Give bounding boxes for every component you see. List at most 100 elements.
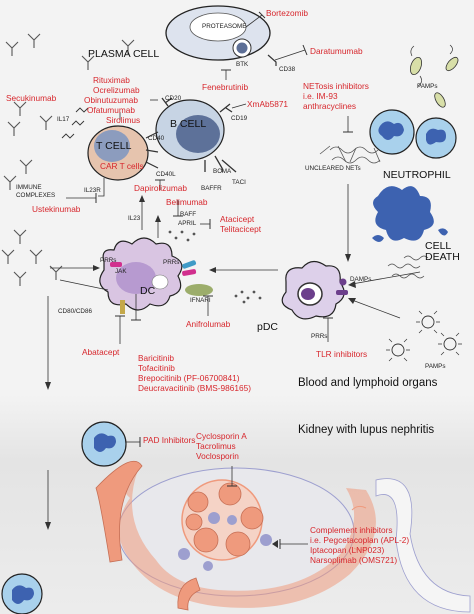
bcma-receptor — [214, 155, 223, 172]
cell-death-shape — [372, 186, 448, 242]
drug-telitacicept: Telitacicept — [220, 224, 262, 234]
b-cell-shape — [155, 99, 225, 161]
drug-abatacept: Abatacept — [82, 347, 120, 357]
pamps-viruses — [391, 315, 457, 357]
drug-baricitinib: Baricitinib — [138, 353, 174, 363]
label-baff: BAFF — [180, 211, 197, 218]
label-ifnari: IFNARI — [190, 297, 211, 304]
label-cd80-cd86: CD80/CD86 — [58, 308, 92, 315]
drug-netosis-3: anthracyclines — [303, 101, 357, 111]
daratumumab-bar — [302, 44, 308, 56]
drug-complement-2: i.e. Pegcetacoplan (APL-2) — [310, 535, 410, 545]
label-baffr: BAFFR — [201, 185, 222, 192]
label-taci: TACI — [232, 179, 246, 186]
drug-rituximab: Rituximab — [93, 75, 130, 85]
label-cd40l: CD40L — [156, 171, 176, 178]
label-proteasome: PROTEASOME — [202, 23, 247, 30]
label-uncleared-nets: UNCLEARED NETs — [305, 165, 361, 172]
label-t-cell: T CELL — [96, 140, 132, 152]
cd20-receptor — [161, 97, 173, 107]
drug-dapirolizumab: Dapirolizumab — [134, 183, 188, 193]
pdc-shape — [281, 260, 345, 320]
drug-ustekinumab: Ustekinumab — [32, 204, 81, 214]
ifnari-receptor — [185, 284, 213, 296]
cytokine-dots — [168, 230, 262, 304]
label-cd40: CD40 — [148, 135, 165, 142]
section-kidney: Kidney with lupus nephritis — [298, 424, 435, 436]
il17-cytokines — [61, 107, 89, 139]
label-cd19: CD19 — [231, 115, 248, 122]
label-dc: DC — [140, 285, 156, 297]
drug-deucravacitinib: Deucravacitinib (BMS-986165) — [138, 383, 251, 393]
label-il17: IL17 — [57, 116, 70, 123]
drug-daratumumab: Daratumumab — [310, 46, 363, 56]
label-prrs-dc: PRRs — [100, 257, 117, 264]
label-cd38: CD38 — [279, 66, 296, 73]
drug-atacicept: Atacicept — [220, 214, 255, 224]
label-bcma: BCMA — [213, 168, 232, 175]
drug-ocrelizumab: Ocrelizumab — [93, 85, 140, 95]
drug-fenebrutinib: Fenebrutinib — [202, 82, 249, 92]
drug-complement-1: Complement inhibitors — [310, 525, 393, 535]
bortezomib-line — [245, 14, 263, 28]
label-btk: BTK — [236, 61, 249, 68]
section-blood: Blood and lymphoid organs — [298, 377, 438, 389]
cd19-receptor — [219, 103, 233, 113]
label-damps: DAMPs — [350, 276, 372, 283]
label-immune-complexes: IMMUNE COMPLEXES — [16, 184, 56, 200]
pdc-receptor — [336, 290, 348, 295]
label-prrs-pdc: PRRs — [311, 333, 328, 340]
label-jak: JAK — [115, 268, 127, 275]
pamps-bacteria — [409, 56, 459, 108]
kidney-neutrophil-1 — [81, 421, 127, 467]
label-b-cell: B CELL — [170, 118, 207, 130]
drug-tlr-inhibitors: TLR inhibitors — [316, 349, 368, 359]
drug-voclosporin: Voclosporin — [196, 451, 239, 461]
drug-brepocitinib: Brepocitinib (PF-06700841) — [138, 373, 240, 383]
drug-netosis-2: i.e. IM-93 — [303, 91, 338, 101]
neutrophil-shape — [369, 109, 457, 159]
drug-cyclosporin: Cyclosporin A — [196, 431, 247, 441]
bortezomib-bar — [258, 11, 266, 19]
label-il23r: IL23R — [84, 187, 101, 194]
drug-car-t: CAR T cells — [100, 161, 144, 171]
tubule-left — [95, 460, 143, 563]
tubule-right — [375, 478, 471, 613]
damps-lines — [387, 255, 429, 279]
label-plasma-cell: PLASMA CELL — [88, 48, 160, 60]
drug-xmab5871: XmAb5871 — [247, 99, 289, 109]
kidney-neutrophil-2 — [1, 573, 43, 614]
drug-complement-3: Iptacopan (LNP023) — [310, 545, 385, 555]
label-il23: IL23 — [128, 215, 141, 222]
drug-pad-inhibitors: PAD Inhibitors — [143, 435, 196, 445]
plasma-cell-shape — [165, 5, 271, 61]
cd40-cd40l-contact — [145, 131, 159, 169]
drug-netosis-1: NETosis inhibitors — [303, 81, 369, 91]
drug-anifrolumab: Anifrolumab — [186, 319, 231, 329]
drug-bortezomib: Bortezomib — [266, 8, 308, 18]
label-pdc: pDC — [257, 321, 279, 333]
label-neutrophil: NEUTROPHIL — [383, 169, 451, 181]
drug-obinutuzumab: Obinutuzumab — [84, 95, 138, 105]
label-pamps-top: PAMPs — [417, 83, 438, 90]
label-cell-death: CELL DEATH — [425, 240, 460, 264]
drug-tofacitinib: Tofacitinib — [138, 363, 175, 373]
drug-complement-4: Narsoplimab (OMS721) — [310, 555, 398, 565]
drug-belimumab: Belimumab — [166, 197, 208, 207]
drug-sirolimus: Sirolimus — [106, 115, 141, 125]
daratumumab-line — [274, 49, 306, 61]
glomerulus — [117, 467, 376, 608]
label-pamps-bottom: PAMPs — [425, 363, 446, 370]
taci-receptor — [221, 159, 237, 173]
cd38-receptor — [267, 54, 277, 66]
drug-tacrolimus: Tacrolimus — [196, 441, 236, 451]
prrs-dc-receptor — [110, 262, 122, 267]
label-cd20: CD20 — [165, 95, 182, 102]
drug-ofatumumab: Ofatumumab — [87, 105, 135, 115]
drug-secukinumab: Secukinumab — [6, 93, 57, 103]
uncleared-nets — [319, 145, 381, 164]
label-april: APRIL — [178, 220, 197, 227]
cd80-receptor — [120, 300, 125, 314]
